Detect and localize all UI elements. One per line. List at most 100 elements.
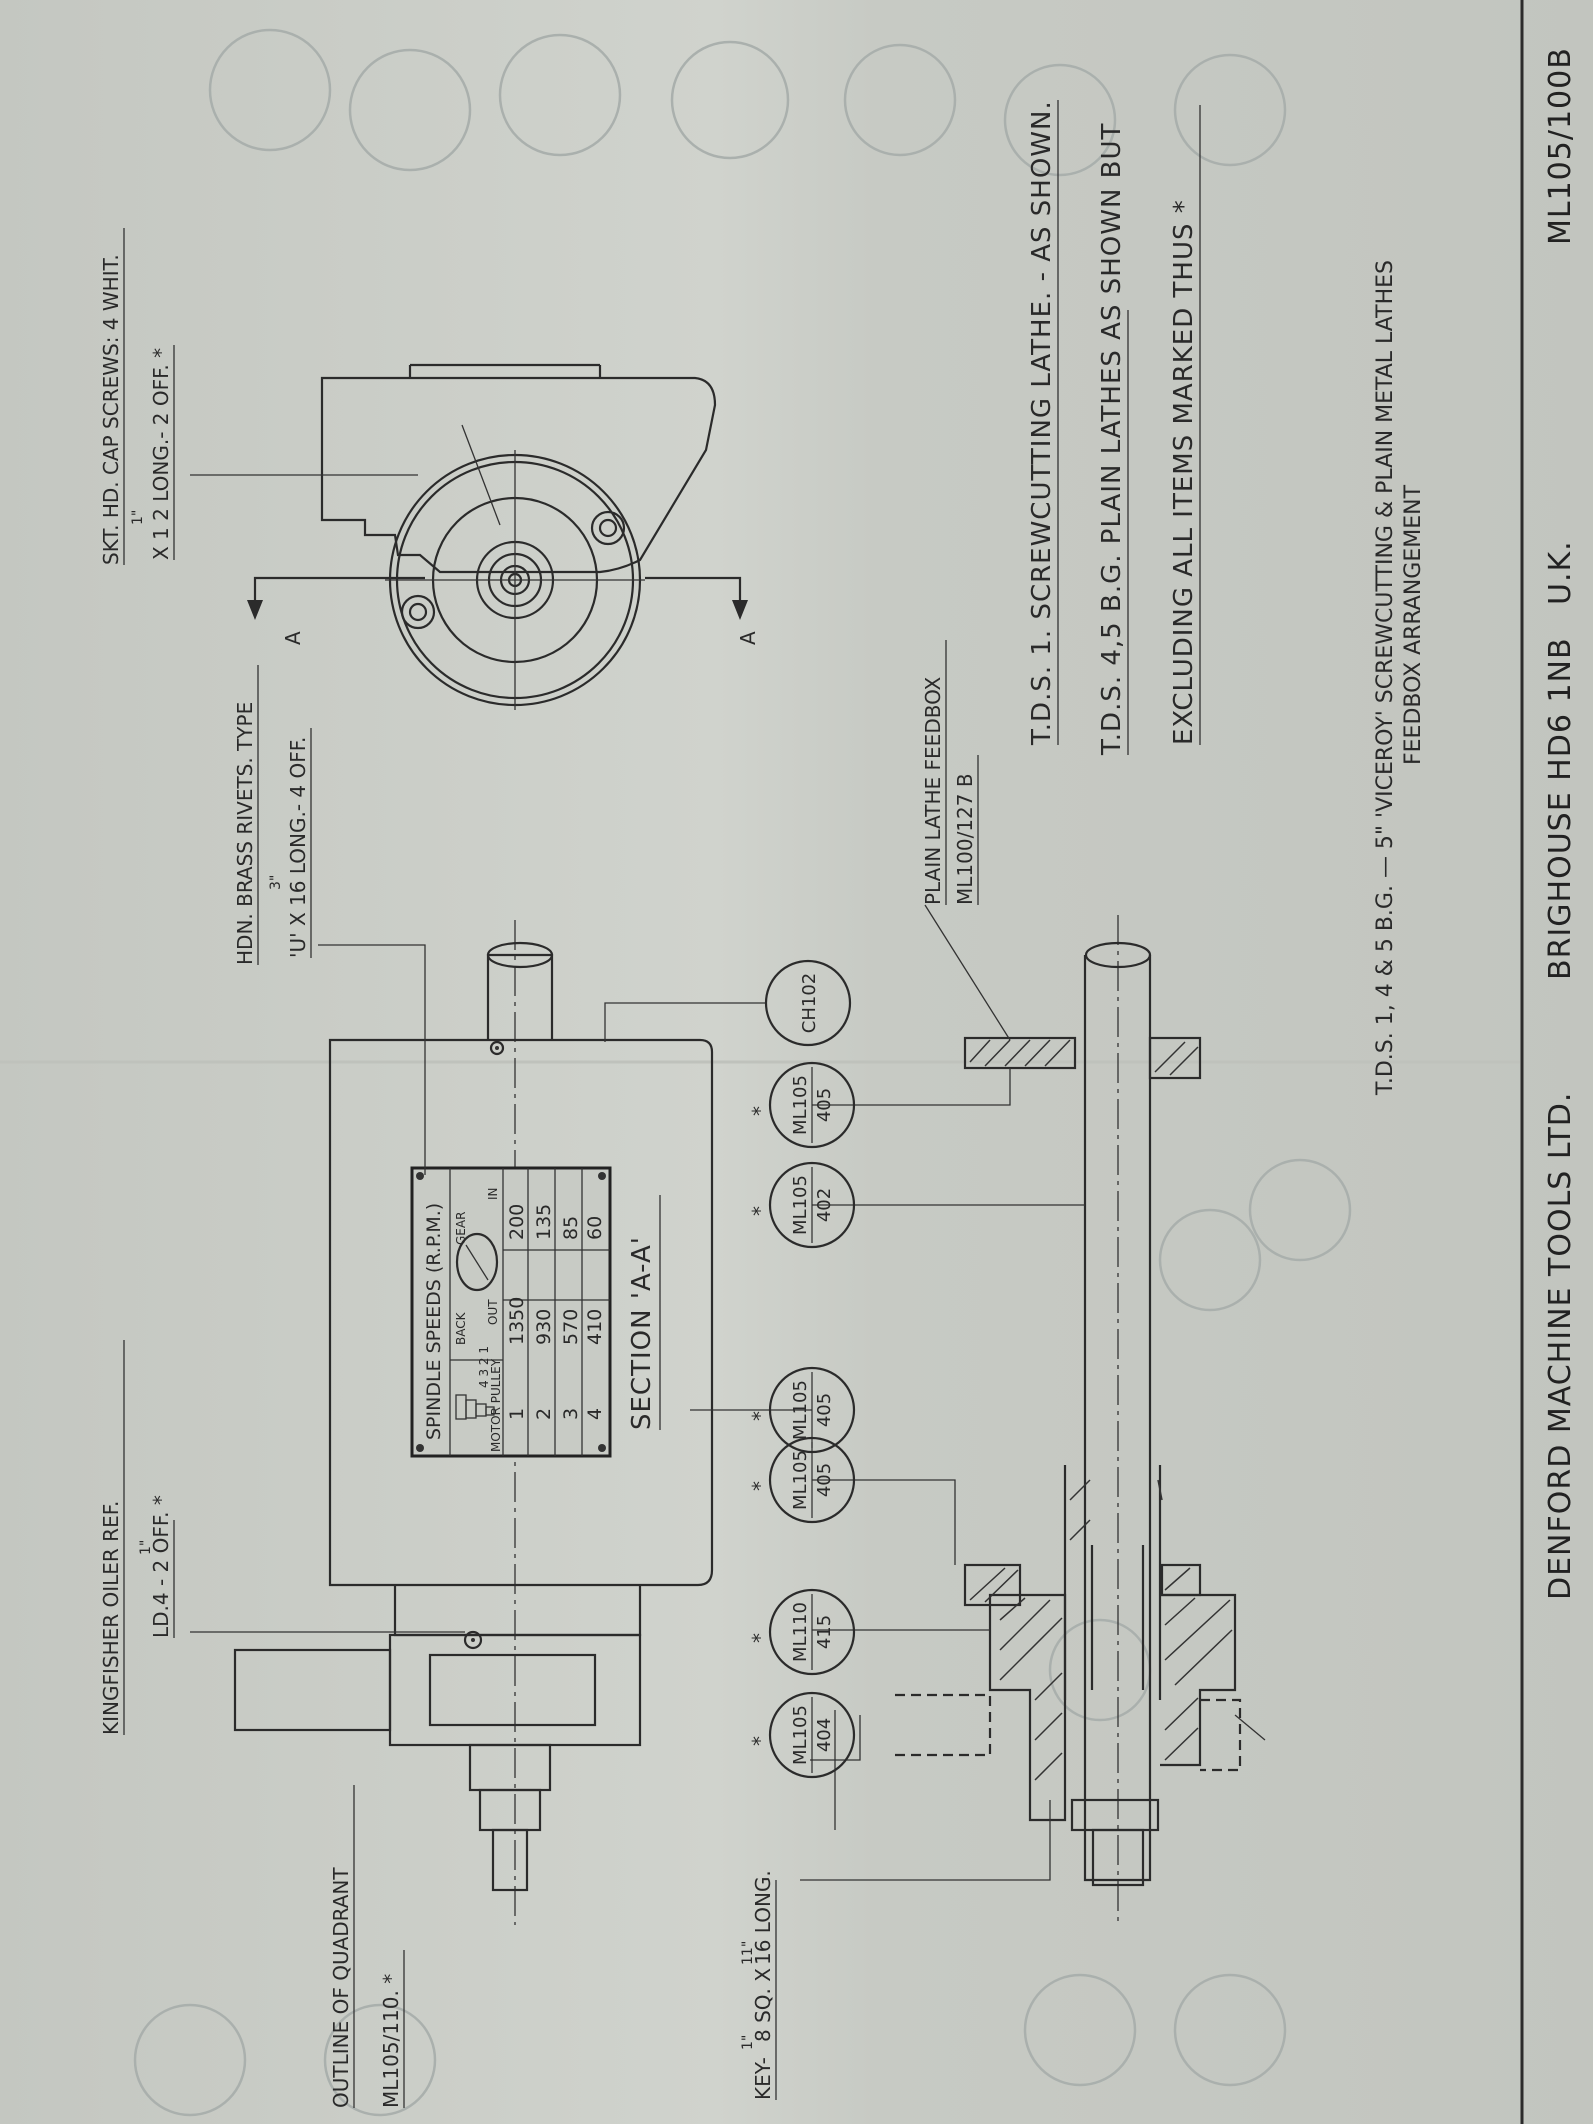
section-marker-left: A [281, 631, 305, 645]
capscrews-fraction: 1" [130, 510, 146, 525]
key-sq: 8 SQ. X [751, 1968, 775, 2042]
rivets-line2: 'U' X 16 LONG.- 4 OFF. [286, 737, 310, 958]
bubble-top: ML110 [790, 1602, 811, 1662]
bubble-star: * [748, 1206, 772, 1216]
bubble-circle [768, 1161, 856, 1249]
bubble-star: * [748, 1633, 772, 1643]
note-3: EXCLUDING ALL ITEMS MARKED THUS * [1169, 199, 1199, 745]
capscrews-line2: X 1 2 LONG.- 2 OFF. * [149, 348, 173, 560]
plate-col-in: IN [486, 1187, 500, 1200]
key-frac2: 11" [740, 1941, 756, 1965]
plate-col-gear: GEAR [454, 1212, 468, 1245]
plain-feedbox-line2: ML100/127 B [953, 773, 977, 905]
speed-row-in: 135 [533, 1204, 555, 1240]
company-address: BRIGHOUSE HD6 1NB [1543, 637, 1578, 980]
bubble-circle [768, 1061, 856, 1149]
callout-capscrews: SKT. HD. CAP SCREWS: 4 WHIT. 1" X 1 2 LO… [99, 228, 175, 565]
note-1: T.D.S. 1. SCREWCUTTING LATHE. - AS SHOWN… [1027, 100, 1057, 746]
front-view: SPINDLE SPEEDS (R.P.M.) BACK GEAR OUT IN… [233, 920, 714, 1925]
speed-row-step: 4 [584, 1408, 606, 1420]
bleed-through-ghosts [133, 28, 1352, 2117]
section-title: SECTION 'A-A' [627, 1195, 661, 1430]
quadrant-line2: ML105/110. * [379, 1974, 403, 2108]
speed-row-in: 200 [506, 1204, 528, 1240]
speed-row-step: 2 [533, 1408, 555, 1420]
bubble-top: ML105 [790, 1380, 811, 1440]
bubble-star: * [748, 1106, 772, 1116]
speed-row-out: 1350 [506, 1297, 528, 1345]
callout-plain-feedbox: PLAIN LATHE FEEDBOX ML100/127 B [921, 640, 979, 905]
key-long: 16 LONG. [751, 1870, 775, 1965]
plain-feedbox-line1: PLAIN LATHE FEEDBOX [921, 676, 945, 905]
bubble-top: ML105 [790, 1075, 811, 1135]
bubble-top: ML105 [790, 1705, 811, 1765]
callout-rivets: HDN. BRASS RIVETS. TYPE 3" 'U' X 16 LONG… [233, 665, 312, 965]
plate-col-out: OUT [486, 1299, 500, 1325]
bubble-bottom: 415 [814, 1615, 835, 1649]
rivets-line1: HDN. BRASS RIVETS. TYPE [233, 702, 257, 965]
speed-row-step: 1 [506, 1408, 528, 1420]
pulley-icon [455, 1394, 495, 1420]
bubble-star: * [748, 1736, 772, 1746]
callout-kingfisher: KINGFISHER OILER REF. 1" LD.4 - 2 OFF. * [99, 1340, 175, 1735]
rivets-fraction: 3" [268, 875, 284, 890]
speed-row-out: 410 [584, 1309, 606, 1345]
drawing-description: T.D.S. 1, 4 & 5 B.G. — 5" 'VICEROY' SCRE… [1373, 260, 1398, 1096]
plate-col-back: BACK [454, 1311, 468, 1345]
plate-heading: SPINDLE SPEEDS (R.P.M.) [423, 1203, 445, 1440]
bubble-star: * [748, 1481, 772, 1491]
callout-quadrant: OUTLINE OF QUADRANT ML105/110. * [329, 1785, 405, 2108]
company-country: U.K. [1543, 540, 1578, 605]
spindle-speed-plate: SPINDLE SPEEDS (R.P.M.) BACK GEAR OUT IN… [410, 1166, 612, 1458]
applicability-notes: T.D.S. 1. SCREWCUTTING LATHE. - AS SHOWN… [1027, 100, 1201, 756]
bubble-bottom: 405 [814, 1463, 835, 1497]
bubble-circle [764, 959, 852, 1047]
drawing-number: ML105/100B [1543, 47, 1578, 245]
section-marker-right: A [736, 631, 760, 645]
bubble-top: ML105 [790, 1175, 811, 1235]
speed-row-in: 60 [584, 1216, 606, 1240]
bubble-star: * [748, 1411, 772, 1421]
part-bubble: CH102 [764, 959, 852, 1047]
bubble-bottom: 405 [814, 1393, 835, 1427]
leader-lines [190, 474, 1266, 1881]
note-2: T.D.S. 4,5 B.G. PLAIN LATHES AS SHOWN BU… [1097, 123, 1127, 756]
speed-row-step: 3 [560, 1408, 582, 1420]
bubble-top: ML105 [790, 1450, 811, 1510]
speed-row-in: 85 [560, 1216, 582, 1240]
company-name: DENFORD MACHINE TOOLS LTD. [1543, 1092, 1578, 1600]
kingfisher-fraction: 1" [138, 1540, 154, 1555]
bubble-bottom: 404 [814, 1718, 835, 1752]
drawing-description-2: FEEDBOX ARRANGEMENT [1401, 484, 1426, 765]
plate-pulley-steps: 4 3 2 1 [477, 1346, 491, 1388]
capscrews-line1: SKT. HD. CAP SCREWS: 4 WHIT. [99, 254, 123, 565]
kingfisher-line1: KINGFISHER OILER REF. [99, 1501, 123, 1735]
title-block: T.D.S. 1, 4 & 5 B.G. — 5" 'VICEROY' SCRE… [1373, 0, 1578, 2124]
speed-row-out: 930 [533, 1309, 555, 1345]
end-view: A A [247, 363, 760, 710]
bubble-circle [768, 1366, 856, 1454]
section-a-a-label: SECTION 'A-A' [627, 1236, 657, 1430]
bubble-circle [768, 1691, 856, 1779]
section-a-a-view [895, 915, 1242, 1925]
key-text: KEY- [751, 2057, 775, 2100]
kingfisher-line2: LD.4 - 2 OFF. * [149, 1495, 173, 1638]
speed-table-rows: 1 1350 200 2 930 135 3 570 85 4 410 60 [506, 1204, 606, 1420]
speed-row-out: 570 [560, 1309, 582, 1345]
key-frac1: 1" [740, 2035, 756, 2050]
bubble-circle [768, 1588, 856, 1676]
bubble-top: CH102 [799, 973, 820, 1033]
bubble-bottom: 405 [814, 1088, 835, 1122]
quadrant-line1: OUTLINE OF QUADRANT [329, 1867, 353, 2108]
callout-key: KEY- 1" 8 SQ. X 11" 16 LONG. [740, 1870, 777, 2100]
plate-motor-pulley: MOTOR PULLEY [489, 1358, 503, 1452]
